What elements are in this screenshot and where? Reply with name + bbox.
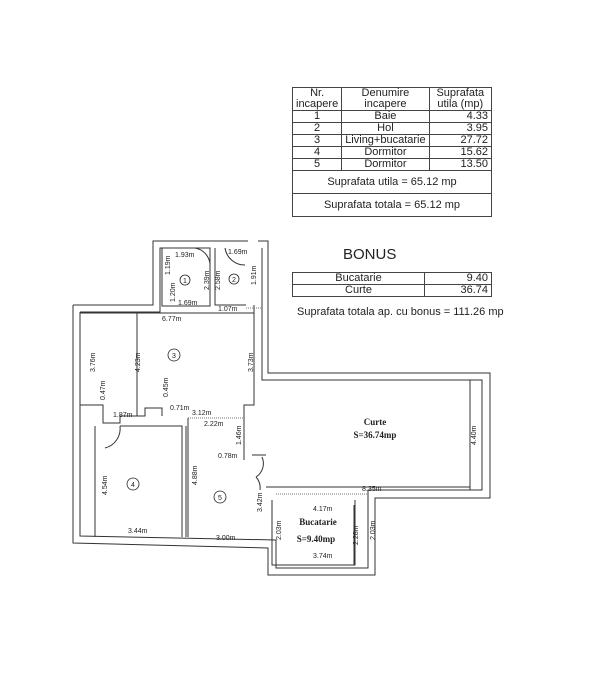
dim: 3.74m — [313, 553, 333, 560]
dim: 1.69m — [228, 249, 248, 256]
dim: 2.39m — [204, 270, 211, 290]
bonus-title: BONUS — [343, 246, 397, 263]
dim: 4.88m — [192, 465, 199, 485]
useful-total: Suprafata utila = 65.12 mp — [292, 170, 492, 194]
dim: 1.46m — [236, 425, 243, 445]
dim: 6.77m — [162, 316, 182, 323]
room-2-label: 2 — [232, 277, 236, 284]
dim: 0.47m — [100, 380, 107, 400]
dim: 4.23m — [135, 352, 142, 372]
dim: 1.19m — [165, 255, 172, 275]
room-1-label: 1 — [183, 278, 187, 285]
dim: 1.69m — [178, 300, 198, 307]
dim: 2.58m — [215, 270, 222, 290]
room-markers — [126, 273, 240, 504]
dim: 3.44m — [128, 528, 148, 535]
dim: 4.17m — [313, 506, 333, 513]
dim: 0.71m — [170, 405, 190, 412]
room-3-label: 3 — [172, 353, 176, 360]
dim: 1.07m — [218, 306, 238, 313]
curte-name: Curte — [364, 417, 387, 427]
dim: 4.54m — [102, 475, 109, 495]
dim: 4.40m — [471, 425, 478, 445]
dim: 1.93m — [175, 252, 195, 259]
header-area: Suprafata utila (mp) — [428, 87, 493, 111]
cell-area: 36.74 — [424, 284, 492, 297]
room-4-label: 4 — [131, 482, 135, 489]
walls — [72, 240, 491, 576]
dim: 1.20m — [170, 282, 177, 302]
dim: 2.03m — [370, 520, 377, 540]
rooms-table: Nr. incapere Denumire incapere Suprafata… — [291, 87, 493, 217]
bonus-total: Suprafata totala ap. cu bonus = 111.26 m… — [297, 306, 504, 318]
dim: 1.91m — [251, 265, 258, 285]
dim: 1.87m — [113, 412, 133, 419]
dim: 3.73m — [248, 352, 255, 372]
dim: 0.78m — [218, 453, 238, 460]
dim: 2.22m — [204, 421, 224, 428]
header-nr: Nr. incapere — [291, 87, 343, 111]
bucatarie-area: S=9.40mp — [297, 534, 335, 544]
dimension-labels: 1.93m 1.19m 1.20m 1.69m 2.39m 2.58m 1.69… — [90, 249, 478, 560]
bucatarie-name: Bucatarie — [299, 517, 337, 527]
dim: 2.03m — [276, 520, 283, 540]
dim: 3.76m — [90, 352, 97, 372]
dim: 2.28m — [353, 525, 360, 545]
dashed-openings — [188, 307, 368, 495]
room-5-label: 5 — [218, 495, 222, 502]
dim: 0.45m — [163, 377, 170, 397]
cell-name: Curte — [292, 284, 425, 297]
cell-area: 27.72 — [428, 134, 493, 147]
total-area: Suprafata totala = 65.12 mp — [292, 193, 492, 217]
dim: 3.12m — [192, 410, 212, 417]
dim: 3.42m — [257, 492, 264, 512]
dim: 8.35m — [362, 486, 382, 493]
dim: 3.00m — [216, 535, 236, 542]
curte-area: S=36.74mp — [354, 430, 397, 440]
